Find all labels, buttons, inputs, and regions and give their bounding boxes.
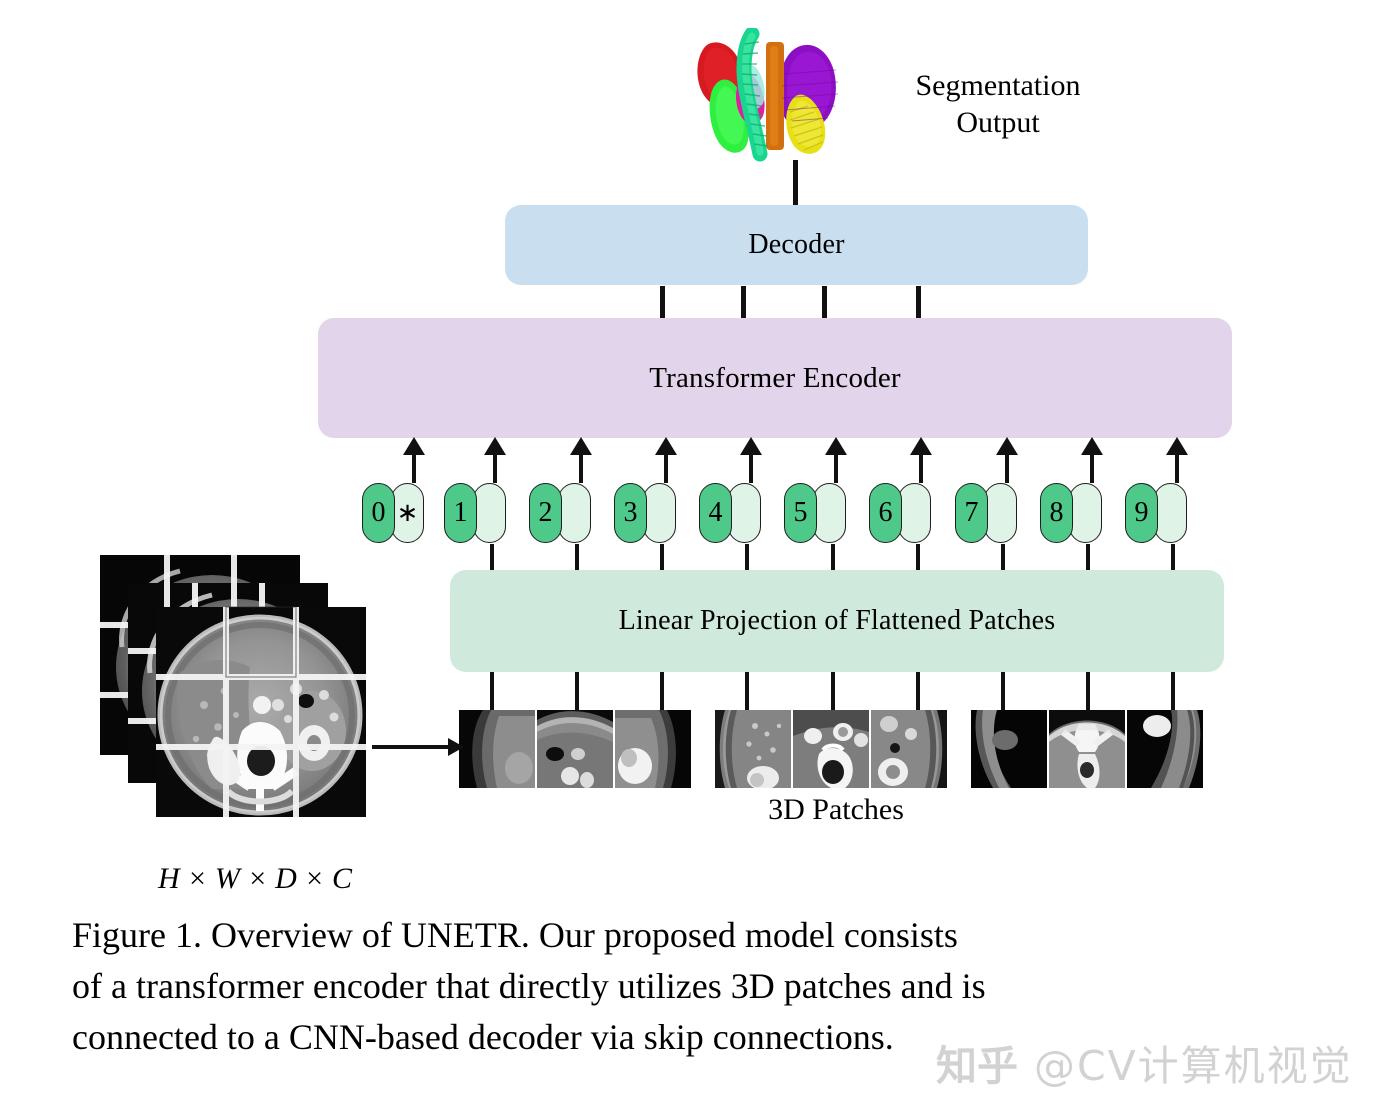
linear-projection-label: Linear Projection of Flattened Patches xyxy=(618,605,1056,636)
token-index-7: 7 xyxy=(955,483,988,543)
token-arrow-4 xyxy=(740,437,762,483)
patch-to-proj-line-2 xyxy=(575,672,579,712)
patch-to-proj-line-8 xyxy=(1086,672,1090,712)
proj-to-token-line-7 xyxy=(1001,544,1005,572)
patch-to-proj-line-4 xyxy=(745,672,749,712)
connector-output-to-decoder xyxy=(793,160,798,206)
patch-tile-2 xyxy=(537,710,613,788)
organ-render-svg xyxy=(697,26,839,162)
token-arrow-6 xyxy=(910,437,932,483)
decoder-label: Decoder xyxy=(748,229,845,260)
proj-to-token-line-4 xyxy=(745,544,749,572)
patches-label: 3D Patches xyxy=(768,793,904,826)
caption-line-1-text: Figure 1. Overview of UNETR. Our propose… xyxy=(72,915,958,955)
patch-to-proj-line-3 xyxy=(660,672,664,712)
caption-line-3-text: connected to a CNN-based decoder via ski… xyxy=(72,1017,894,1058)
patch-to-proj-line-6 xyxy=(916,672,920,712)
token-embedding-5[interactable]: 5 xyxy=(784,483,846,543)
token-body-4 xyxy=(728,483,761,543)
patch-to-proj-line-7 xyxy=(1001,672,1005,712)
token-index-8: 8 xyxy=(1040,483,1073,543)
segmentation-output-label: Segmentation Output xyxy=(898,68,1098,141)
ct-volume-svg xyxy=(100,555,366,817)
token-embedding-8[interactable]: 8 xyxy=(1040,483,1102,543)
segmentation-output-label-line2: Output xyxy=(956,105,1040,139)
watermark-handle: @CV计算机视觉 xyxy=(1034,1042,1353,1090)
skip-connection-4 xyxy=(916,286,921,320)
patch-to-proj-line-1 xyxy=(490,672,494,712)
caption-line-3: connected to a CNN-based decoder via ski… xyxy=(72,1012,1247,1063)
token-embedding-1[interactable]: 1 xyxy=(444,483,506,543)
token-embedding-2[interactable]: 2 xyxy=(529,483,591,543)
token-index-2: 2 xyxy=(529,483,562,543)
patch-tile-1 xyxy=(459,710,535,788)
patch-to-proj-line-5 xyxy=(831,672,835,712)
token-body-1 xyxy=(473,483,506,543)
segmentation-output-render xyxy=(690,26,890,178)
token-embedding-9[interactable]: 9 xyxy=(1125,483,1187,543)
proj-to-token-line-3 xyxy=(660,544,664,572)
token-arrow-2 xyxy=(570,437,592,483)
token-arrow-1 xyxy=(484,437,506,483)
token-index-6: 6 xyxy=(869,483,902,543)
caption-line-2: of a transformer encoder that directly u… xyxy=(72,961,1247,1012)
ct-volume-stack xyxy=(100,555,390,845)
token-embedding-0[interactable]: 0 ∗ xyxy=(362,483,424,543)
proj-to-token-line-9 xyxy=(1171,544,1175,572)
watermark: 知乎 @CV计算机视觉 xyxy=(936,1032,1353,1092)
proj-to-token-line-8 xyxy=(1086,544,1090,572)
token-embedding-6[interactable]: 6 xyxy=(869,483,931,543)
token-embedding-3[interactable]: 3 xyxy=(614,483,676,543)
token-index-9: 9 xyxy=(1125,483,1158,543)
token-body-9 xyxy=(1154,483,1187,543)
caption-line-2-text: of a transformer encoder that directly u… xyxy=(72,966,986,1007)
decoder-box[interactable]: Decoder xyxy=(505,205,1088,285)
linear-projection-box[interactable]: Linear Projection of Flattened Patches xyxy=(450,570,1224,672)
token-body-3 xyxy=(643,483,676,543)
token-body-6 xyxy=(898,483,931,543)
token-index-1: 1 xyxy=(444,483,477,543)
token-arrow-0 xyxy=(403,437,425,483)
volume-to-patches-arrow xyxy=(372,738,464,756)
token-body-7 xyxy=(984,483,1017,543)
proj-to-token-line-6 xyxy=(916,544,920,572)
token-index-0: 0 xyxy=(362,483,395,543)
patch-tile-8 xyxy=(1049,710,1125,788)
zhihu-logo: 知乎 xyxy=(936,1042,1018,1090)
patch-tile-7 xyxy=(971,710,1047,788)
skip-connection-3 xyxy=(822,286,827,320)
volume-dimensions-label: H × W × D × C xyxy=(157,862,353,895)
patch-tile-5 xyxy=(793,710,869,788)
token-index-5: 5 xyxy=(784,483,817,543)
segmentation-output-label-line1: Segmentation xyxy=(915,69,1081,102)
patch-tile-9 xyxy=(1127,710,1203,788)
proj-to-token-line-5 xyxy=(831,544,835,572)
token-arrow-5 xyxy=(825,437,847,483)
token-body-8 xyxy=(1069,483,1102,543)
token-embedding-4[interactable]: 4 xyxy=(699,483,761,543)
proj-to-token-line-2 xyxy=(575,544,579,572)
token-arrow-7 xyxy=(996,437,1018,483)
token-embedding-7[interactable]: 7 xyxy=(955,483,1017,543)
token-body-5 xyxy=(813,483,846,543)
token-body-2 xyxy=(558,483,591,543)
caption-line-1: Figure 1. Overview of UNETR. Our propose… xyxy=(72,910,1247,961)
patch-tile-6 xyxy=(871,710,947,788)
token-index-4: 4 xyxy=(699,483,732,543)
transformer-encoder-box[interactable]: Transformer Encoder xyxy=(318,318,1232,438)
patch-tile-4 xyxy=(715,710,791,788)
figure-caption: Figure 1. Overview of UNETR. Our propose… xyxy=(72,910,1247,1063)
token-arrow-8 xyxy=(1081,437,1103,483)
proj-to-token-line-1 xyxy=(490,544,494,572)
token-arrow-9 xyxy=(1166,437,1188,483)
token-index-3: 3 xyxy=(614,483,647,543)
skip-connection-1 xyxy=(660,286,665,320)
token-arrow-3 xyxy=(655,437,677,483)
patch-tile-3 xyxy=(615,710,691,788)
class-token-marker: ∗ xyxy=(391,483,424,543)
transformer-encoder-label: Transformer Encoder xyxy=(649,361,901,394)
skip-connection-2 xyxy=(741,286,746,320)
patch-to-proj-line-9 xyxy=(1171,672,1175,712)
